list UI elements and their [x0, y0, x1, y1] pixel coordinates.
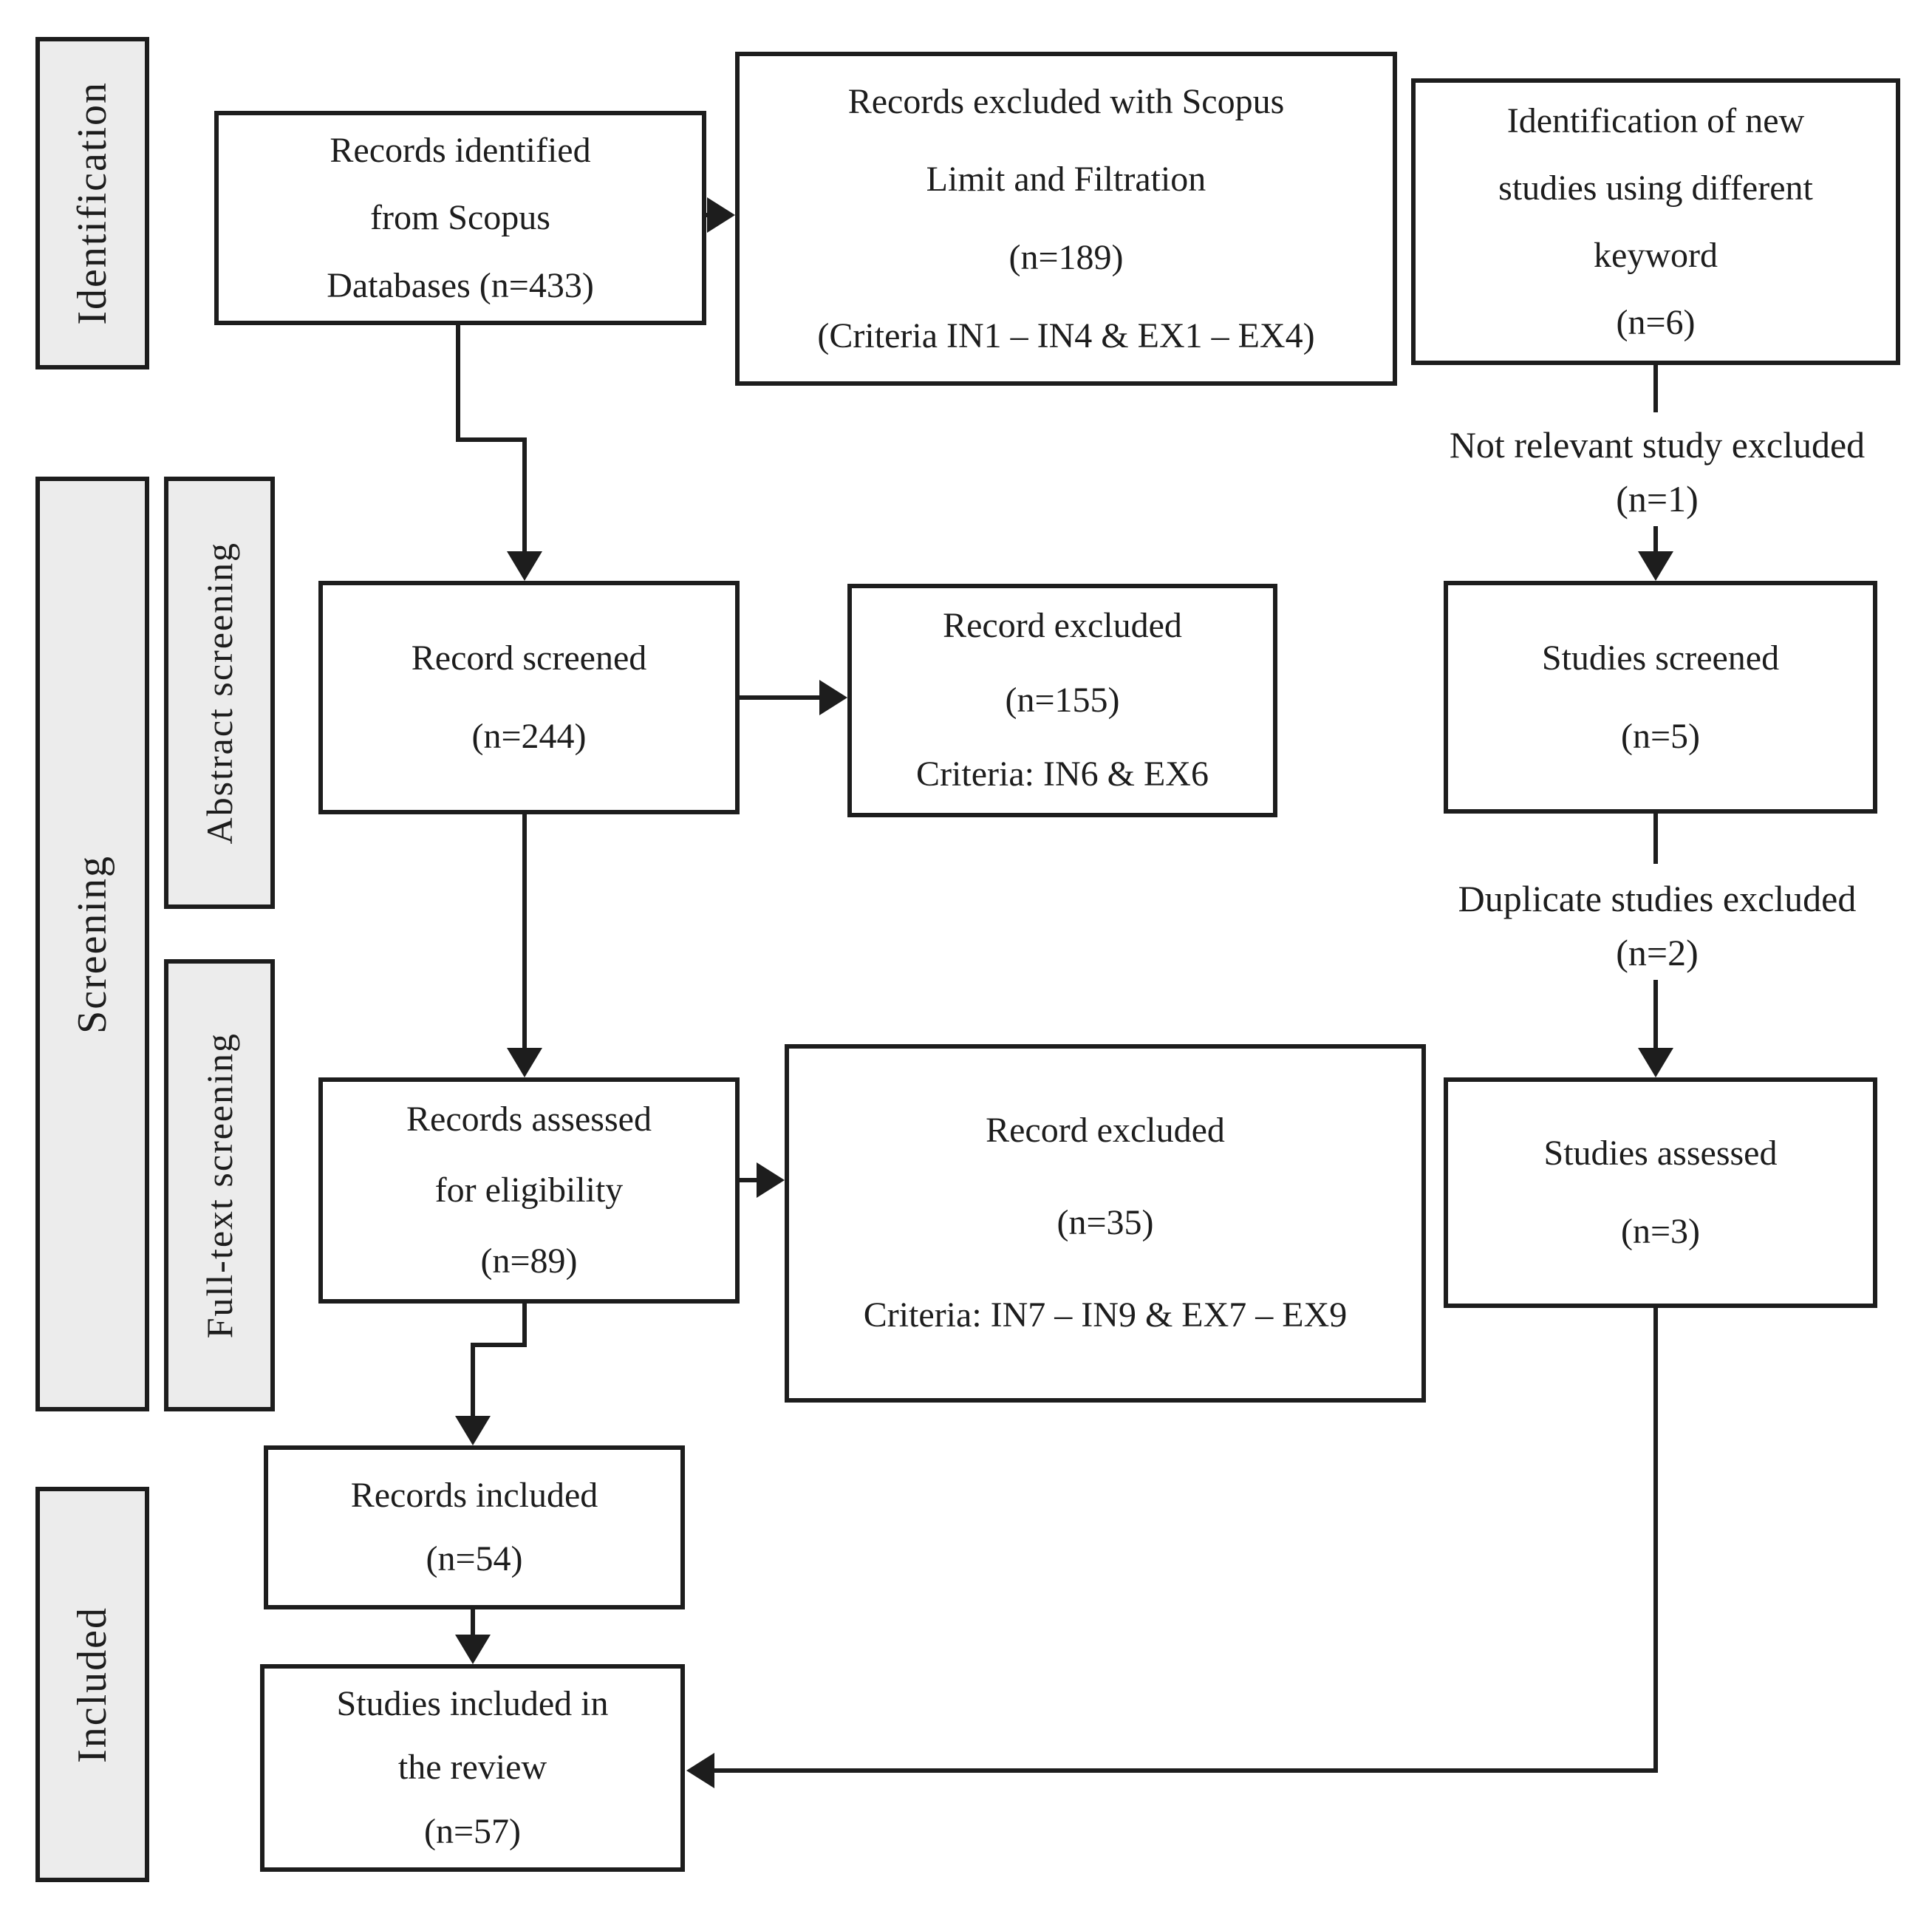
connector-assessed-down-line [522, 1304, 527, 1347]
connector-screened-to-assessed-line [522, 814, 527, 1048]
screened-to-excluded-arrowhead-icon [819, 680, 847, 715]
connector-screened-to-excluded-line [740, 695, 821, 700]
connector-into-screened-line [522, 437, 527, 551]
identified-to-excluded-arrowhead-icon [707, 197, 735, 233]
connector-into-studies-assessed-line [1653, 980, 1658, 1049]
box-records-included: Records included (n=54) [264, 1445, 685, 1609]
connector-assessed-jog-line [471, 1343, 527, 1347]
box-records-assessed: Records assessed for eligibility (n=89) [318, 1077, 740, 1304]
connector-into-included-line [471, 1343, 475, 1417]
box-record-excluded-abstract: Record excluded (n=155) Criteria: IN6 & … [847, 584, 1277, 817]
connector-studies-screened-stub-line [1653, 814, 1658, 864]
assessed-to-excluded-arrowhead-icon [757, 1162, 785, 1198]
box-records-identified: Records identified from Scopus Databases… [214, 111, 706, 325]
stage-bar-identification: Identification [35, 37, 149, 369]
stage-bar-screening: Screening [35, 477, 149, 1411]
box-record-excluded-fulltext: Record excluded (n=35) Criteria: IN7 – I… [785, 1044, 1426, 1403]
box-studies-included: Studies included in the review (n=57) [260, 1664, 685, 1872]
included-to-studies-arrowhead-icon [455, 1635, 491, 1664]
box-record-screened: Record screened (n=244) [318, 581, 740, 814]
assessed-to-review-arrowhead-icon [686, 1753, 714, 1788]
connector-assessed-to-excluded-line [740, 1178, 759, 1182]
screened-to-assessed-arrowhead-icon [507, 1048, 542, 1077]
stage-label-fulltext-screening: Full-text screening [199, 1032, 240, 1339]
into-studies-assessed-arrowhead-icon [1638, 1048, 1673, 1077]
connector-into-studies-screened-line [1653, 526, 1658, 553]
stage-bar-included: Included [35, 1487, 149, 1882]
stage-bar-abstract-screening: Abstract screening [164, 477, 275, 909]
connector-included-to-studies-line [471, 1609, 475, 1636]
into-screened-arrowhead-icon [507, 551, 542, 581]
into-studies-screened-arrowhead-icon [1638, 551, 1673, 581]
connector-identified-jog-line [456, 437, 527, 442]
stage-label-screening: Screening [69, 854, 115, 1034]
into-included-arrowhead-icon [455, 1416, 491, 1445]
box-records-excluded-scopus: Records excluded with Scopus Limit and F… [735, 52, 1397, 386]
connector-newstudies-stub-line [1653, 365, 1658, 412]
label-duplicate-excluded: Duplicate studies excluded (n=2) [1458, 878, 1857, 973]
connector-identified-down-line [456, 325, 460, 442]
box-studies-screened: Studies screened (n=5) [1444, 581, 1877, 814]
connector-assessed-to-review-line [711, 1768, 1658, 1773]
stage-label-identification: Identification [69, 81, 115, 325]
stage-bar-fulltext-screening: Full-text screening [164, 959, 275, 1411]
stage-label-included: Included [69, 1606, 115, 1763]
stage-label-abstract-screening: Abstract screening [199, 541, 240, 845]
box-new-keyword-studies: Identification of new studies using diff… [1411, 78, 1900, 365]
box-studies-assessed: Studies assessed (n=3) [1444, 1077, 1877, 1308]
connector-studies-assessed-down-line [1653, 1308, 1658, 1773]
label-not-relevant-excluded: Not relevant study excluded (n=1) [1449, 424, 1866, 519]
